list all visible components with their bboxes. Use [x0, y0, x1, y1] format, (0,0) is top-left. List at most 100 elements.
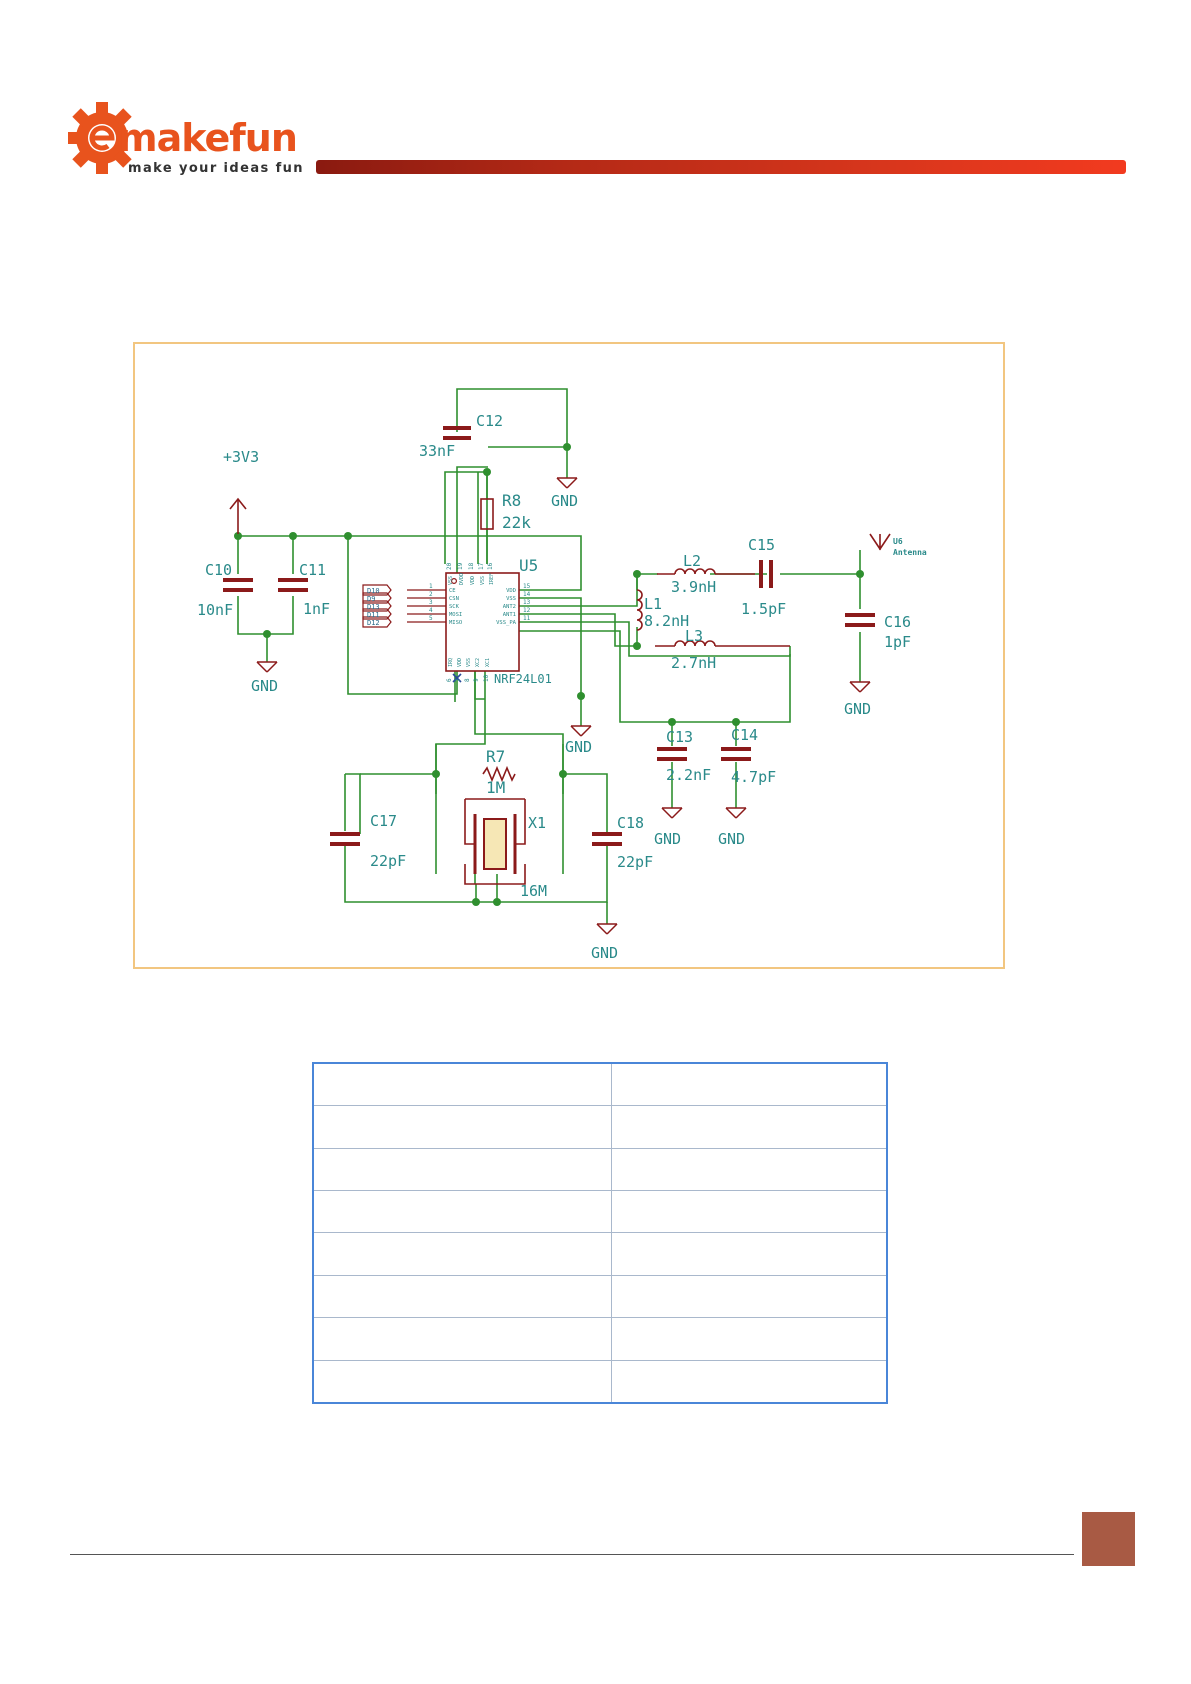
- pin1-marker-icon: [451, 578, 458, 585]
- power-label: +3V3: [223, 448, 259, 466]
- brand-tagline: make your ideas fun: [128, 161, 304, 176]
- table-row: [312, 1105, 888, 1149]
- value-r8: 22k: [502, 513, 531, 532]
- value-c12: 33nF: [419, 442, 455, 460]
- ref-u6: U6: [893, 537, 903, 546]
- table-cell: [312, 1190, 612, 1234]
- pin-number: 9: [473, 678, 480, 682]
- pin-name: VDD: [457, 658, 463, 667]
- table-cell: [611, 1105, 888, 1149]
- header-accent-bar: [316, 160, 1126, 174]
- value-l2: 3.9nH: [671, 578, 716, 596]
- gnd-symbol: [596, 923, 618, 935]
- gnd-label: GND: [654, 830, 681, 848]
- pin-name: MOSI: [449, 612, 462, 618]
- no-connect-icon: [452, 673, 462, 683]
- ref-c10: C10: [205, 561, 232, 579]
- net-label-d10: D10: [367, 587, 380, 595]
- table-cell: [611, 1190, 888, 1234]
- nrf24l01-schematic: D10 D9 D13 D11 D12 1 2 3 4 5 CE CSN SCK …: [197, 388, 927, 962]
- gnd-symbol: [661, 807, 683, 819]
- table-cell: [312, 1274, 612, 1319]
- value-c11: 1nF: [303, 600, 330, 618]
- table-row: [312, 1359, 888, 1404]
- net-label-d12: D12: [367, 619, 380, 627]
- pin-number: 19: [457, 562, 464, 570]
- value-c10: 10nF: [197, 601, 233, 619]
- ref-c12: C12: [476, 412, 503, 430]
- gnd-label: GND: [565, 738, 592, 756]
- pin-number: 3: [429, 599, 433, 606]
- brand-name: makefun: [118, 116, 298, 160]
- value-u6: Antenna: [893, 548, 927, 557]
- component-outlines: [229, 497, 891, 885]
- gnd-label: GND: [551, 492, 578, 510]
- gnd-label: GND: [718, 830, 745, 848]
- ref-r7: R7: [486, 747, 505, 766]
- pin-number: 6: [446, 678, 453, 682]
- pin-name: CE: [449, 588, 456, 594]
- pin-name: ANT1: [503, 612, 516, 618]
- gnd-symbol: [556, 477, 578, 489]
- wire-junctions: [234, 443, 864, 906]
- value-c17: 22pF: [370, 852, 406, 870]
- footer-divider: [70, 1554, 1074, 1555]
- table-row: [312, 1190, 888, 1234]
- pin-mapping-table: [312, 1062, 888, 1404]
- value-x1: 16M: [520, 882, 547, 900]
- ref-c13: C13: [666, 728, 693, 746]
- gnd-symbol: [570, 725, 592, 737]
- net-label-d13: D13: [367, 603, 380, 611]
- pin-number: 13: [523, 599, 531, 606]
- pin-name: XC2: [475, 658, 481, 667]
- table-cell: [312, 1317, 612, 1361]
- value-c16: 1pF: [884, 633, 911, 651]
- pin-number: 15: [523, 583, 531, 590]
- table-cell: [611, 1359, 888, 1404]
- pin-number: 20: [446, 562, 453, 570]
- pin-number: 18: [468, 562, 475, 570]
- net-label-boxes: [362, 584, 392, 628]
- gnd-label: GND: [591, 944, 618, 962]
- pin-number: 7: [455, 678, 462, 682]
- ref-c11: C11: [299, 561, 326, 579]
- gnd-label: GND: [251, 677, 278, 695]
- left-pin-stubs: [407, 589, 446, 623]
- table-cell: [312, 1105, 612, 1149]
- pin-name: MISO: [449, 620, 462, 626]
- pin-number: 10: [483, 674, 490, 682]
- table-cell: [312, 1062, 612, 1107]
- nrf24l01-chip: [445, 572, 520, 672]
- value-c15: 1.5pF: [741, 600, 786, 618]
- value-r7: 1M: [486, 778, 505, 797]
- emakefun-gear-logo-icon: [68, 102, 132, 174]
- table-row: [312, 1147, 888, 1192]
- pin-name: XC1: [485, 658, 491, 667]
- pin-number: 2: [429, 591, 433, 598]
- pin-name: VSS: [480, 576, 486, 585]
- gnd-label: GND: [844, 700, 871, 718]
- pin-name: VSS: [506, 596, 516, 602]
- table-cell: [611, 1274, 888, 1319]
- table-cell: [611, 1232, 888, 1276]
- table-row: [312, 1232, 888, 1276]
- table-row: [312, 1274, 888, 1319]
- pin-name: VDD: [506, 588, 516, 594]
- pin-number: 4: [429, 607, 433, 614]
- value-c13: 2.2nF: [666, 766, 711, 784]
- table-row: [312, 1062, 888, 1107]
- table-cell: [312, 1232, 612, 1276]
- net-label-d9: D9: [367, 595, 375, 603]
- pin-name: VSS: [466, 658, 472, 667]
- table-cell: [312, 1147, 612, 1192]
- pin-number: 8: [464, 678, 471, 682]
- value-c18: 22pF: [617, 853, 653, 871]
- pin-number: 14: [523, 591, 531, 598]
- table-cell: [611, 1062, 888, 1107]
- pin-name: VSS: [448, 576, 454, 585]
- pin-name: IRQ: [448, 658, 454, 667]
- value-l1: 8.2nH: [644, 612, 689, 630]
- component-symbols: [223, 426, 875, 846]
- pin-number: 5: [429, 615, 433, 622]
- value-u5: NRF24L01: [494, 672, 552, 686]
